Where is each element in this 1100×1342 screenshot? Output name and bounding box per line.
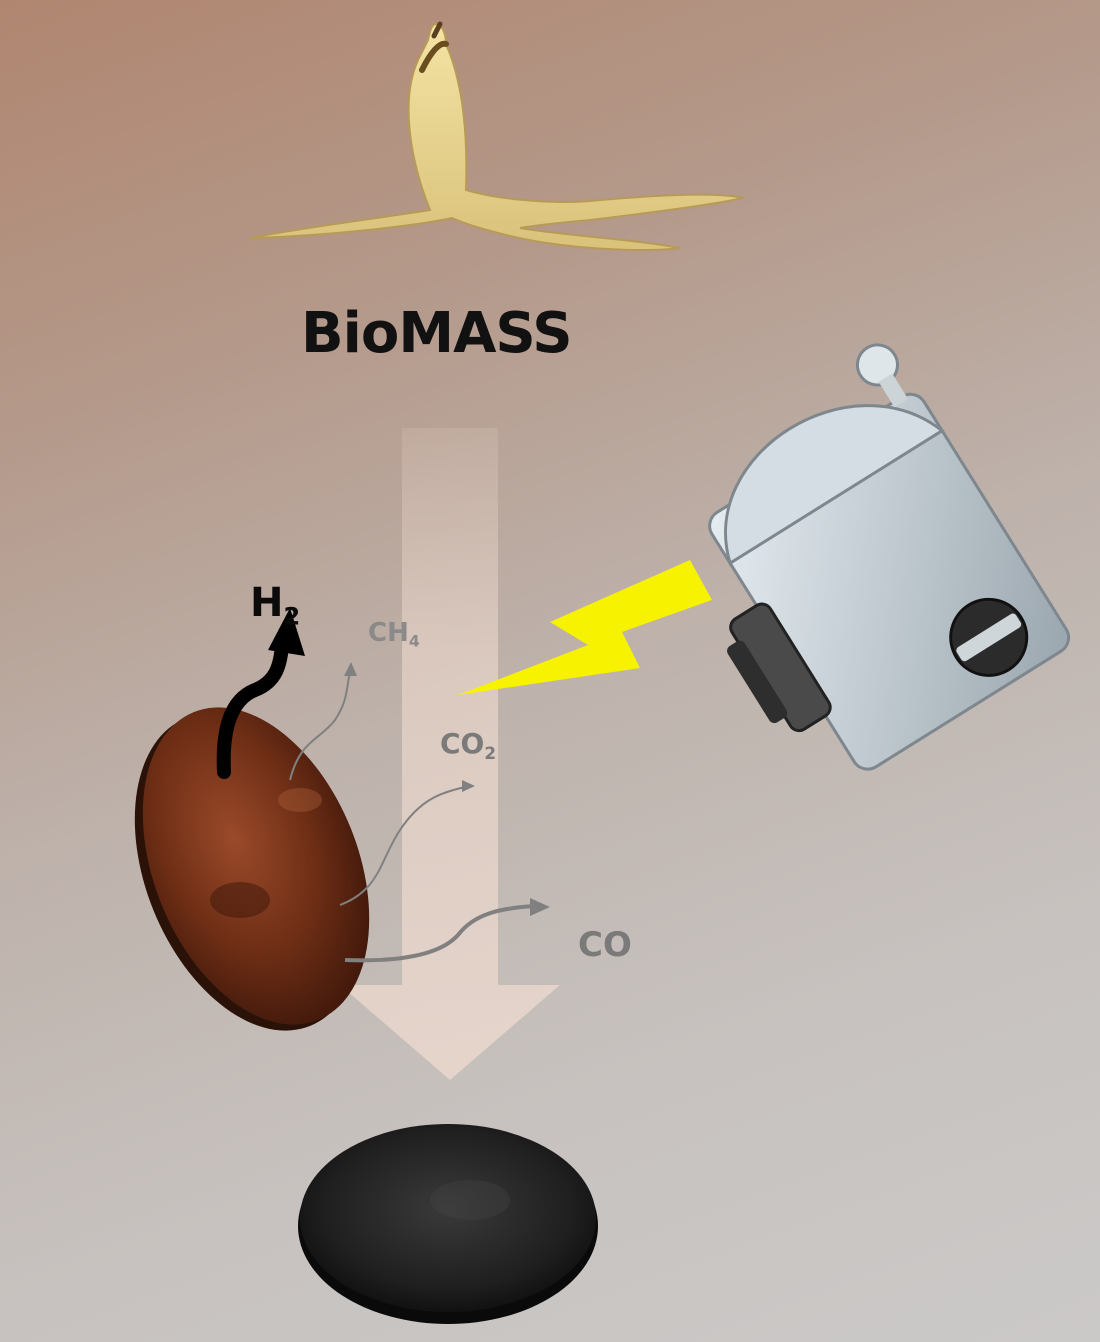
co2-arrow xyxy=(339,780,475,906)
co2-label: CO2 xyxy=(440,730,496,762)
ch4-label: CH4 xyxy=(368,620,420,650)
co2-subscript: 2 xyxy=(484,742,497,763)
co2-main: CO xyxy=(440,727,485,760)
process-arrow xyxy=(340,428,560,1080)
h2-main: H xyxy=(250,580,284,626)
co-label: CO xyxy=(578,925,632,965)
ch4-subscript: 4 xyxy=(408,632,420,651)
lightning-bolt-icon xyxy=(458,560,712,695)
banana-peel-icon xyxy=(249,21,746,251)
ch4-main: CH xyxy=(368,618,409,648)
h2-subscript: 2 xyxy=(283,602,301,631)
lamp-icon xyxy=(708,343,1071,771)
char-pellet-icon xyxy=(298,1124,598,1324)
co-arrow xyxy=(344,898,550,963)
biomass-pellet-icon xyxy=(134,707,370,1031)
h2-label: H2 xyxy=(250,583,300,628)
ch4-arrow xyxy=(289,662,357,781)
biomass-label: BioMASS xyxy=(301,301,573,366)
h2-arrow xyxy=(216,608,305,779)
